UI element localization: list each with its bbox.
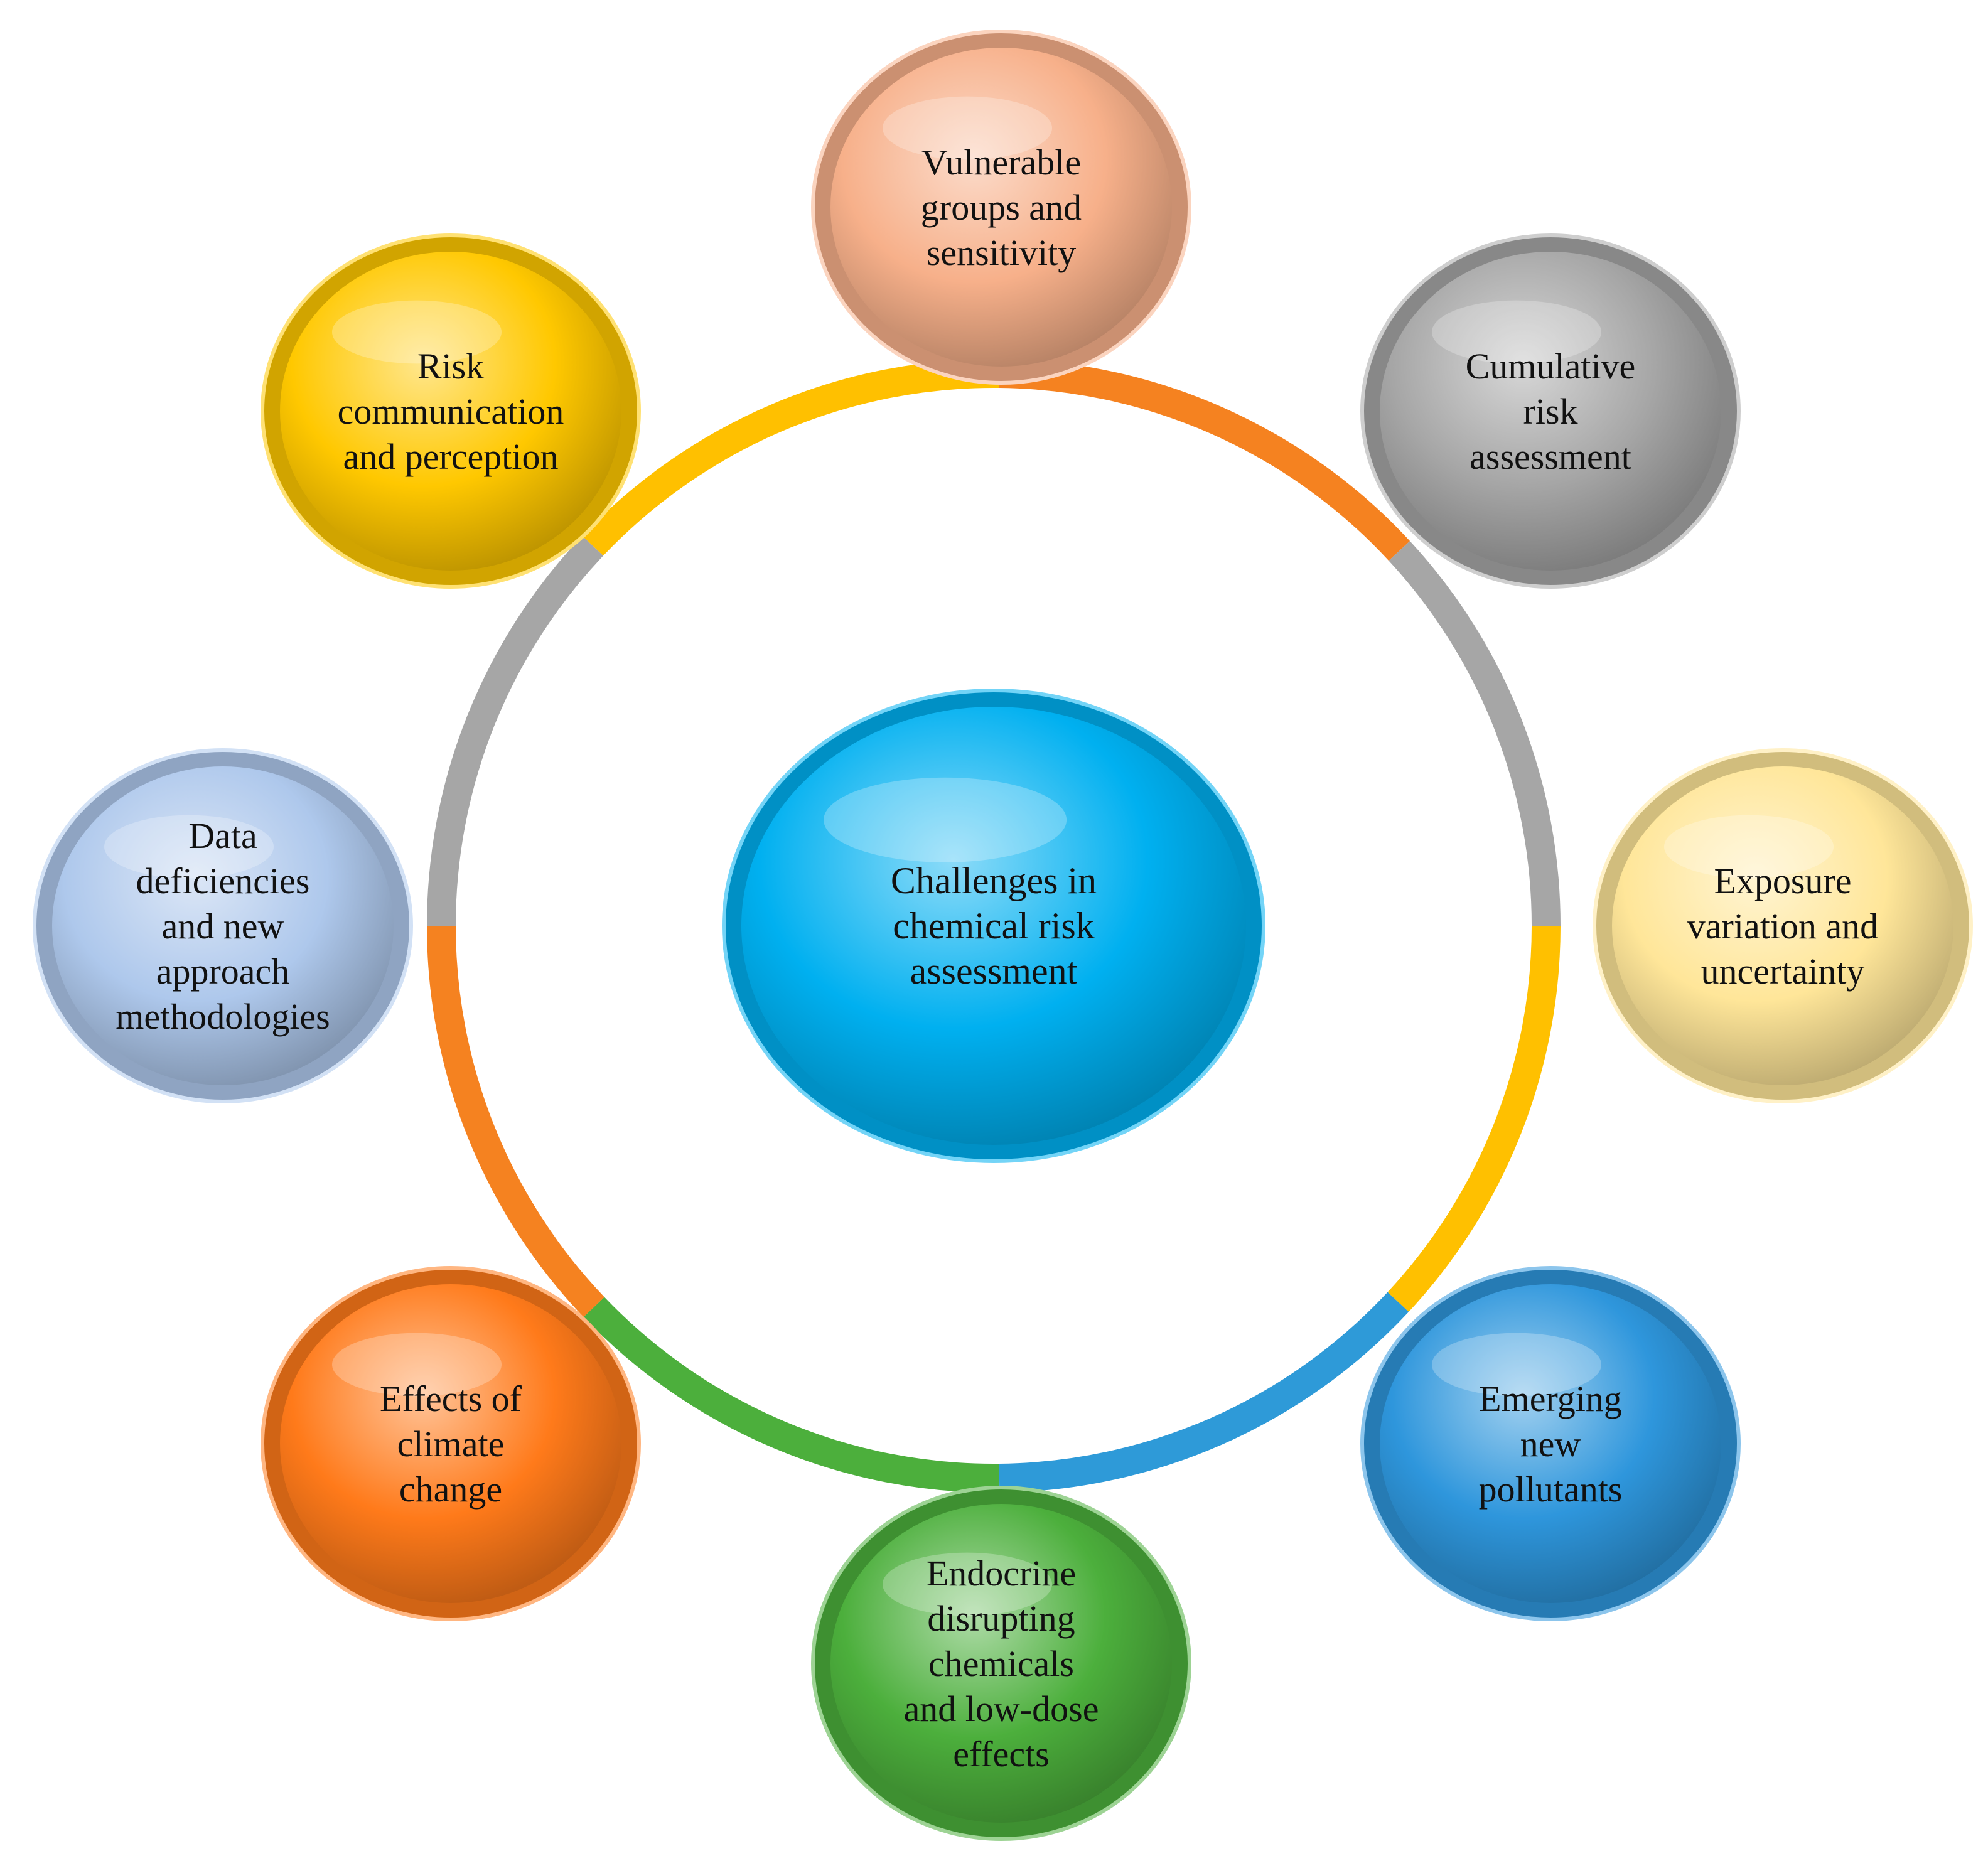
node-exposure-variation-label-line: Exposure <box>1714 861 1851 901</box>
node-endocrine-disrupting-label-line: disrupting <box>927 1598 1075 1639</box>
node-data-deficiencies-label-line: deficiencies <box>136 861 310 901</box>
node-endocrine-disrupting-label-line: Endocrine <box>927 1553 1076 1594</box>
node-cumulative-risk-label-line: Cumulative <box>1466 346 1636 387</box>
node-climate-change-label-line: change <box>399 1469 502 1510</box>
node-climate-change-label-line: Effects of <box>380 1378 522 1419</box>
node-exposure-variation-label-line: variation and <box>1687 906 1878 947</box>
connector-arc-climate-change-to-data-deficiencies <box>427 925 604 1317</box>
node-exposure-variation-label-line: uncertainty <box>1701 951 1865 992</box>
center-challenges-label-line: Challenges in <box>891 860 1097 901</box>
node-endocrine-disrupting-label-line: and low-dose <box>904 1688 1099 1729</box>
node-climate-change-highlight <box>332 1333 502 1397</box>
node-emerging-pollutants-label-line: Emerging <box>1479 1378 1622 1419</box>
node-emerging-pollutants-highlight <box>1432 1333 1601 1397</box>
node-cumulative-risk-label-line: assessment <box>1470 436 1631 477</box>
connector-arc-risk-communication-to-vulnerable-groups <box>582 359 1000 556</box>
connector-arc-exposure-variation-to-emerging-pollutants <box>1387 925 1561 1312</box>
connector-arc-cumulative-risk-to-exposure-variation <box>1389 541 1561 926</box>
node-risk-communication-label-line: communication <box>338 391 564 432</box>
node-data-deficiencies-label-line: and new <box>162 906 284 947</box>
connector-arc-endocrine-disrupting-to-climate-change <box>583 1297 1000 1493</box>
center-challenges-highlight <box>824 777 1067 862</box>
node-data-deficiencies-label-line: methodologies <box>116 996 330 1037</box>
node-risk-communication-label-line: and perception <box>343 436 558 477</box>
node-emerging-pollutants-label-line: new <box>1520 1424 1581 1464</box>
node-climate-change: Effects of climate change <box>261 1266 641 1621</box>
node-cumulative-risk-label-line: risk <box>1523 391 1578 432</box>
center-challenges-label-line: assessment <box>910 950 1078 992</box>
node-vulnerable-groups-label-line: groups and <box>921 187 1082 228</box>
node-exposure-variation-body <box>1612 766 1953 1085</box>
node-data-deficiencies: Data deficiencies and newapproachmethodolo… <box>33 748 413 1103</box>
node-exposure-variation-highlight <box>1664 815 1834 879</box>
connector-ring <box>427 359 1561 1493</box>
node-cumulative-risk-body <box>1380 252 1721 571</box>
node-cumulative-risk-highlight <box>1432 300 1601 364</box>
node-emerging-pollutants: Emerging new pollutants <box>1360 1266 1741 1621</box>
node-endocrine-disrupting-highlight <box>883 1552 1052 1616</box>
node-endocrine-disrupting-label-line: chemicals <box>928 1643 1074 1684</box>
node-climate-change-label-line: climate <box>397 1424 505 1464</box>
node-risk-communication-label-line: Risk <box>417 346 484 387</box>
node-vulnerable-groups-highlight <box>883 96 1052 160</box>
node-emerging-pollutants-label-line: pollutants <box>1479 1469 1623 1510</box>
node-emerging-pollutants-body <box>1380 1284 1721 1603</box>
node-vulnerable-groups-label-line: Vulnerable <box>921 142 1081 183</box>
node-risk-communication-body <box>280 252 621 571</box>
node-data-deficiencies-label-line: approach <box>156 951 290 992</box>
center-challenges-label-line: chemical risk <box>893 905 1095 947</box>
connector-arc-emerging-pollutants-to-endocrine-disrupting <box>999 1292 1409 1493</box>
node-data-deficiencies-body <box>52 766 394 1085</box>
node-data-deficiencies-highlight <box>104 815 274 879</box>
connector-arc-vulnerable-groups-to-cumulative-risk <box>999 359 1410 561</box>
node-endocrine-disrupting-body <box>830 1504 1172 1823</box>
node-vulnerable-groups-label-line: sensitivity <box>927 232 1076 273</box>
center-challenges-body <box>741 707 1246 1145</box>
connector-arc-data-deficiencies-to-risk-communication <box>427 535 604 926</box>
node-endocrine-disrupting-label-line: effects <box>953 1734 1050 1774</box>
node-risk-communication-highlight <box>332 300 502 364</box>
node-data-deficiencies-label-line: Data <box>188 815 257 856</box>
node-climate-change-body <box>280 1284 621 1603</box>
node-vulnerable-groups-body <box>830 48 1172 367</box>
